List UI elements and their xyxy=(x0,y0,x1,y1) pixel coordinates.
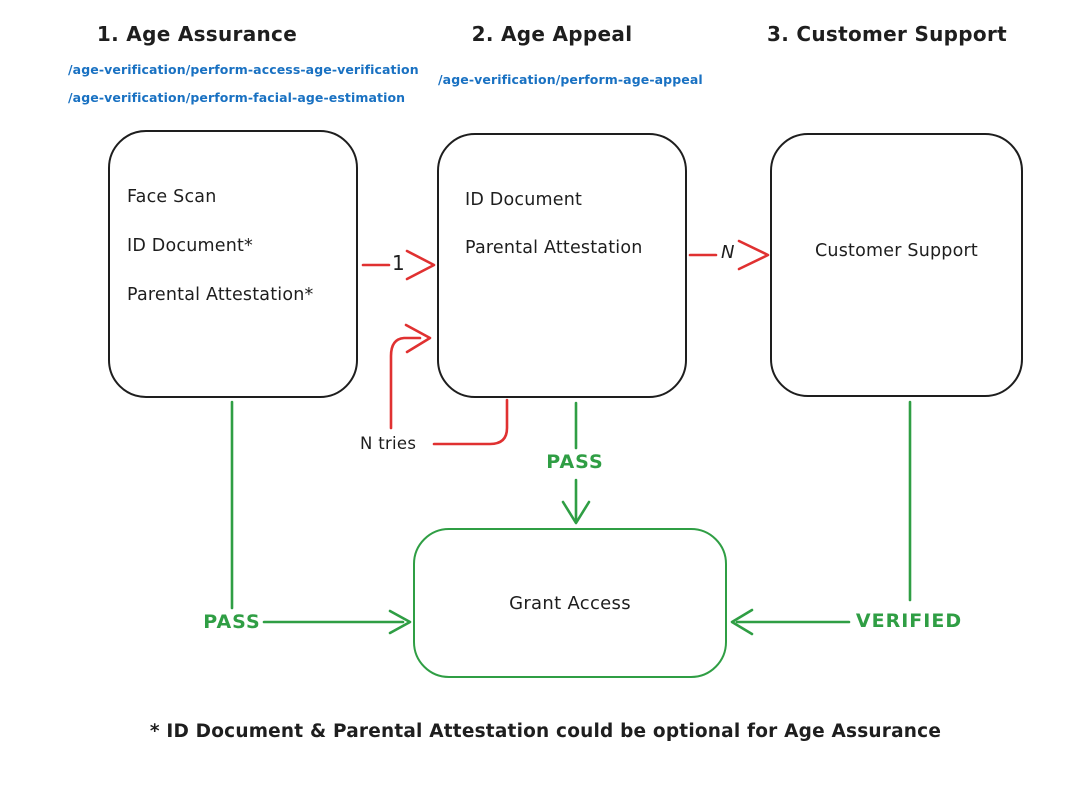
customer-support-line: Customer Support xyxy=(815,241,978,261)
age-assurance-line-parental-attestation: Parental Attestation* xyxy=(127,285,314,305)
grant-access-box: Grant Access xyxy=(413,528,727,678)
label-attempt-n: N xyxy=(721,242,735,263)
age-assurance-line-id-document: ID Document* xyxy=(127,236,254,256)
label-verified: VERIFIED xyxy=(855,610,963,632)
column-title-age-assurance: 1. Age Assurance xyxy=(96,22,298,46)
pass-middle-arrow-head xyxy=(561,500,591,525)
footnote: * ID Document & Parental Attestation cou… xyxy=(149,721,942,742)
label-attempt-1: 1 xyxy=(392,251,405,275)
retry-loop-in xyxy=(389,336,422,430)
retry-loop-out xyxy=(432,398,509,446)
arrow-assurance-to-appeal-head xyxy=(405,249,436,281)
endpoint-perform-facial-age-estimation: /age-verification/perform-facial-age-est… xyxy=(68,90,406,105)
age-appeal-line-parental-attestation: Parental Attestation xyxy=(465,238,643,258)
endpoint-perform-age-appeal: /age-verification/perform-age-appeal xyxy=(438,72,703,87)
age-appeal-box: ID Document Parental Attestation xyxy=(437,133,687,398)
column-title-customer-support: 3. Customer Support xyxy=(767,22,1007,46)
label-pass-middle: PASS xyxy=(546,451,604,473)
grant-access-label: Grant Access xyxy=(509,592,631,614)
verified-arrow-head xyxy=(730,608,754,636)
pass-left-arrow-head xyxy=(388,609,412,635)
customer-support-box: Customer Support xyxy=(770,133,1023,397)
label-n-tries: N tries xyxy=(360,434,417,453)
arrow-appeal-to-support-head xyxy=(737,239,770,271)
endpoint-perform-access-age-verification: /age-verification/perform-access-age-ver… xyxy=(68,62,419,77)
age-assurance-box: Face Scan ID Document* Parental Attestat… xyxy=(108,130,358,398)
label-pass-left: PASS xyxy=(203,611,261,633)
age-appeal-line-id-document: ID Document xyxy=(465,190,583,210)
age-assurance-line-face-scan: Face Scan xyxy=(127,187,217,207)
retry-loop-head xyxy=(404,323,432,354)
column-title-age-appeal: 2. Age Appeal xyxy=(471,22,633,46)
